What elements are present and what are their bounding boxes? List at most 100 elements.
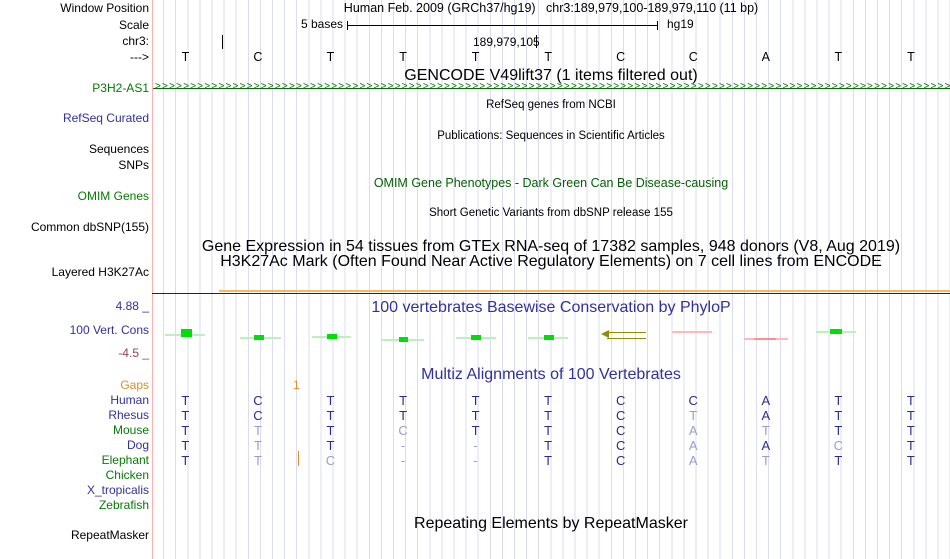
gene-direction-arrow: > (838, 81, 845, 92)
track-label-elephant[interactable]: Elephant (101, 453, 149, 467)
gene-direction-arrow: > (155, 81, 161, 92)
gene-direction-arrow: > (902, 81, 909, 92)
conservation-bar (544, 335, 554, 340)
gene-direction-arrow: > (930, 81, 937, 92)
gene-direction-arrow: > (345, 81, 352, 92)
window-position-label: Window Position (60, 1, 149, 15)
refseq-track-title: RefSeq genes from NCBI (486, 99, 616, 111)
alignment-base: T (544, 453, 553, 468)
alignment-base: T (906, 453, 915, 468)
alignment-base: T (181, 438, 190, 453)
track-label-zebrafish[interactable]: Zebrafish (98, 498, 149, 512)
alignment-base: T (253, 438, 262, 453)
alignment-base: T (471, 408, 480, 423)
genome-label: hg19 (667, 17, 694, 31)
gene-direction-arrow: > (937, 81, 944, 92)
gene-direction-arrow: > (437, 81, 443, 92)
track-label-omim[interactable]: OMIM Genes (77, 189, 149, 203)
ruler-base-letter: T (544, 50, 552, 64)
track-label-x_tropicalis[interactable]: X_tropicalis (86, 483, 149, 497)
gene-direction-arrow: > (535, 81, 542, 92)
gene-direction-arrow: > (162, 81, 168, 92)
track-label-chicken[interactable]: Chicken (105, 468, 149, 482)
ruler-base-letter: T (181, 50, 190, 64)
alignment-base: - (400, 438, 406, 453)
alignment-base: T (906, 408, 915, 423)
alignment-base: C (688, 393, 698, 408)
gene-direction-arrow: > (867, 81, 873, 92)
gene-direction-arrow: > (458, 81, 464, 92)
track-label-conservation[interactable]: 100 Vert. Cons (69, 323, 149, 337)
multiz-track-title: Multiz Alignments of 100 Vertebrates (421, 366, 681, 383)
track-label-dbsnp[interactable]: Common dbSNP(155) (30, 220, 149, 234)
ruler-base-letter: T (471, 50, 480, 64)
gene-direction-arrow: > (888, 81, 895, 92)
conservation-scale-max: 4.88 _ (115, 299, 149, 313)
gene-direction-arrow: > (338, 81, 345, 92)
gene-direction-arrow: > (916, 81, 923, 92)
gene-direction-arrow: > (648, 81, 655, 92)
gene-direction-arrow: > (599, 81, 605, 92)
ruler-base-letter: T (834, 50, 843, 64)
alignment-base: T (181, 453, 190, 468)
gene-direction-arrow: > (232, 81, 239, 92)
track-label-h3k27ac[interactable]: Layered H3K27Ac (51, 265, 149, 279)
track-label-refseq[interactable]: RefSeq Curated (62, 111, 149, 125)
alignment-base: T (834, 408, 843, 423)
alignment-base: C (833, 438, 844, 453)
conservation-bar (471, 335, 481, 340)
gene-direction-arrow: > (733, 81, 739, 92)
gene-direction-arrow: > (782, 81, 789, 92)
gene-direction-arrow: > (817, 81, 824, 92)
gene-direction-arrow: > (775, 81, 782, 92)
gene-direction-arrow: > (845, 81, 852, 92)
alignment-base: C (615, 453, 626, 468)
gene-direction-arrow: > (422, 81, 429, 92)
gene-direction-arrow: > (373, 81, 380, 92)
gene-direction-arrow: > (620, 81, 627, 92)
gene-direction-arrow: > (768, 81, 775, 92)
gene-direction-arrow: > (521, 81, 528, 92)
track-label-rhesus[interactable]: Rhesus (108, 408, 149, 422)
track-label-human[interactable]: Human (110, 393, 149, 407)
gene-direction-arrow: > (881, 81, 887, 92)
gencode-track-title: GENCODE V49lift37 (1 items filtered out) (404, 67, 698, 84)
alignment-base: C (615, 438, 626, 453)
ruler-base-letter: C (616, 50, 626, 64)
conservation-track-title: 100 vertebrates Basewise Conservation by… (371, 299, 731, 316)
gene-direction-arrow: > (810, 81, 817, 92)
gene-intron-line[interactable] (153, 88, 950, 89)
alignment-base: A (688, 423, 698, 438)
gene-direction-arrow: > (578, 81, 584, 92)
position-tick-minor (222, 35, 224, 49)
gene-direction-arrow: > (408, 81, 415, 92)
alignment-base: C (615, 408, 626, 423)
gap-count: 1 (293, 378, 300, 392)
alignment-base: T (181, 408, 190, 423)
alignment-base: A (761, 438, 771, 453)
gene-direction-arrow: > (761, 81, 768, 92)
gene-label-p3h2-as1[interactable]: P3H2-AS1 (92, 81, 149, 95)
gene-direction-arrow: > (183, 81, 190, 92)
gene-direction-arrow: > (197, 81, 204, 92)
gene-direction-arrow: > (585, 81, 591, 92)
gene-direction-arrow: > (627, 81, 634, 92)
track-label-sequences[interactable]: Sequences (88, 142, 149, 156)
conservation-negative-bar (754, 337, 776, 340)
gene-direction-arrow: > (740, 81, 746, 92)
alignment-base: T (544, 423, 553, 438)
gene-direction-arrow: > (486, 81, 493, 92)
track-label-repeatmasker[interactable]: RepeatMasker (70, 528, 149, 542)
track-label-mouse[interactable]: Mouse (112, 423, 149, 437)
track-label-snps[interactable]: SNPs (118, 158, 149, 172)
gene-direction-arrow: > (303, 81, 309, 92)
alignment-base: C (253, 393, 263, 408)
gene-direction-arrow: > (274, 81, 281, 92)
gene-direction-arrow: > (401, 81, 408, 92)
track-label-dog[interactable]: Dog (126, 438, 149, 452)
gene-direction-arrow: > (253, 81, 260, 92)
alignment-base: C (615, 423, 626, 438)
track-label-gaps[interactable]: Gaps (120, 378, 149, 392)
alignment-base: T (326, 438, 335, 453)
gene-direction-arrow: > (479, 81, 486, 92)
